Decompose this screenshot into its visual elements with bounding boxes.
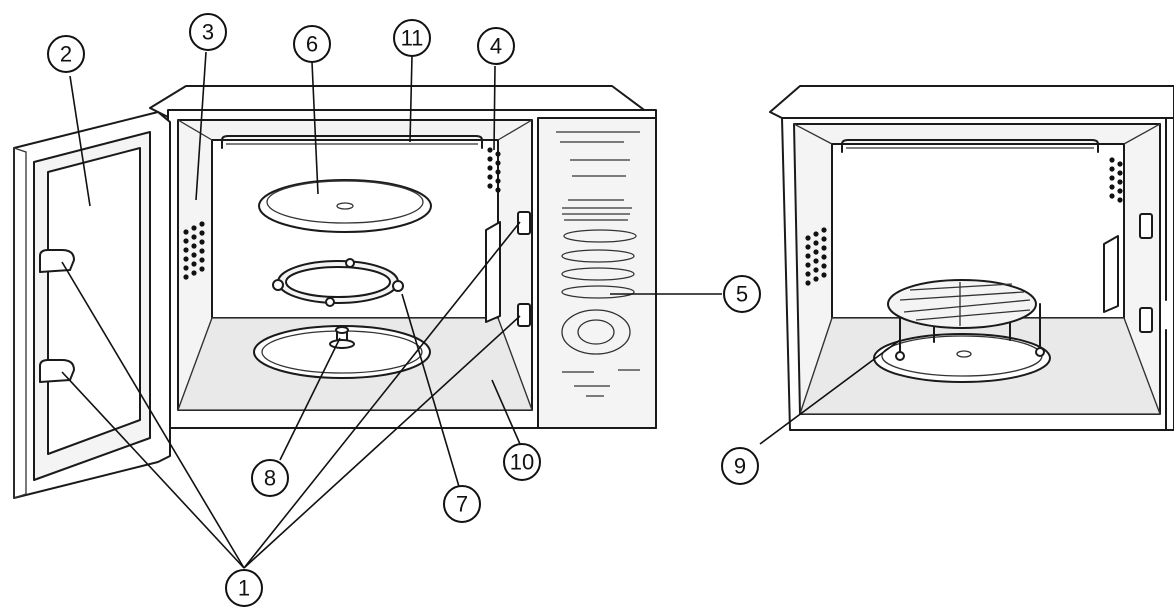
waveguide-cover-right	[1103, 235, 1119, 313]
callout-2-label: 2	[60, 42, 72, 67]
callout-9: 9	[721, 447, 759, 485]
callout-8-label: 8	[264, 466, 276, 491]
callout-1: 1	[225, 569, 263, 607]
microwave-open-door	[13, 85, 657, 499]
cabinet-top-right	[769, 85, 1174, 119]
safety-lock-slot-lower-right	[1139, 307, 1153, 333]
callout-10-label: 10	[510, 450, 534, 475]
vent-holes-left	[183, 221, 205, 280]
vent-holes-left-right	[805, 227, 827, 286]
safety-lock-slot-upper-right	[1139, 213, 1153, 239]
callout-11-label: 11	[401, 26, 424, 51]
callout-6-label: 6	[306, 32, 318, 57]
grill-rack	[887, 279, 1045, 361]
callout-8: 8	[251, 459, 289, 497]
vent-holes-right-right	[1109, 157, 1123, 203]
callout-11: 11	[393, 19, 431, 57]
safety-lock-slot-lower	[517, 303, 531, 327]
door-latch-upper	[39, 249, 75, 273]
vent-holes-right	[487, 147, 501, 193]
microwave-with-rack	[769, 85, 1174, 431]
glass-turntable	[258, 179, 432, 233]
callout-7: 7	[443, 485, 481, 523]
callout-6: 6	[293, 25, 331, 63]
door	[13, 111, 171, 499]
grill-heater	[221, 135, 483, 149]
callout-10: 10	[503, 443, 541, 481]
control-panel	[537, 117, 657, 429]
grill-heater-right	[841, 139, 1099, 153]
callout-3: 3	[189, 13, 227, 51]
callout-3-label: 3	[202, 20, 214, 45]
roller-ring	[272, 258, 404, 307]
callout-9-label: 9	[734, 454, 746, 479]
callout-4-label: 4	[490, 34, 502, 59]
callout-4: 4	[477, 27, 515, 65]
callout-7-label: 7	[456, 492, 468, 517]
safety-lock-slot-upper	[517, 211, 531, 235]
callout-1-label: 1	[238, 576, 250, 601]
callout-5: 5	[723, 275, 761, 313]
waveguide-cover	[485, 221, 501, 323]
callout-2: 2	[47, 35, 85, 73]
leader-lines	[61, 51, 901, 569]
callout-5-label: 5	[736, 282, 748, 307]
